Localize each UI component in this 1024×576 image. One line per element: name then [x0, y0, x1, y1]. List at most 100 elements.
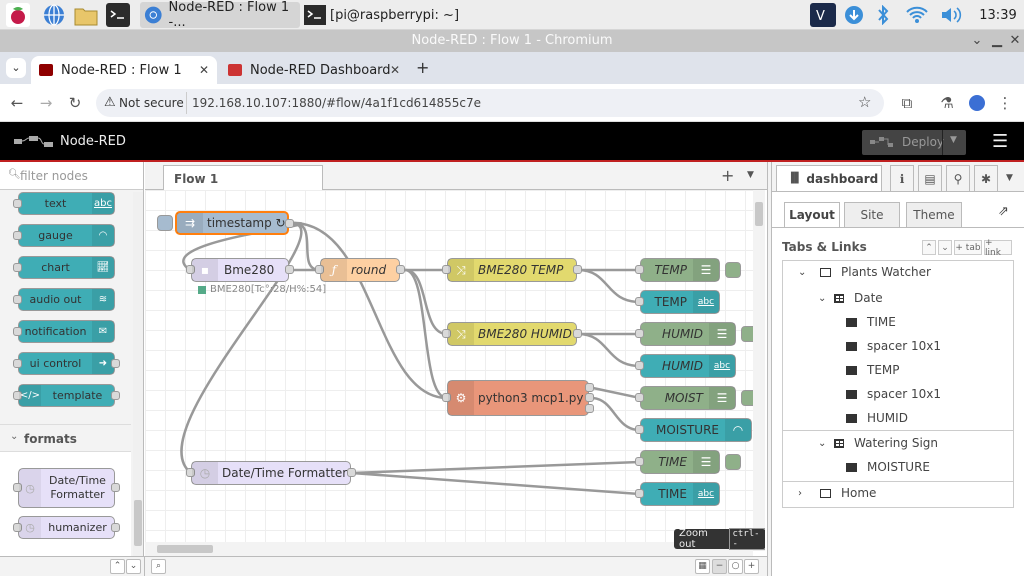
node-button[interactable] [725, 454, 741, 470]
tab-config-icon[interactable]: ⚲ [946, 165, 970, 191]
palette-filter[interactable]: 🔍︎ filter nodes [0, 162, 143, 190]
input-port[interactable] [442, 393, 451, 402]
raspberry-menu-icon[interactable] [6, 3, 30, 27]
node-moist-chart[interactable]: MOIST ☰ [635, 386, 757, 410]
output-port[interactable] [285, 219, 294, 228]
node-button[interactable] [725, 262, 741, 278]
tree-widget-moisture[interactable]: MOISTURE [784, 455, 1014, 479]
layout-tab[interactable]: Layout [784, 202, 840, 227]
node-round[interactable]: ƒ round [315, 258, 405, 282]
tab-info-icon[interactable]: ℹ [890, 165, 914, 191]
node-timestamp[interactable]: ⇉ timestamp ↻ [157, 211, 294, 235]
scrollbar-thumb[interactable] [134, 500, 142, 546]
caret-down-icon[interactable]: ▼ [950, 135, 957, 145]
tree-widget-time[interactable]: TIME [784, 310, 1014, 334]
tree-group-date[interactable]: ⌄ Date [818, 291, 883, 305]
filter-input[interactable]: filter nodes [20, 169, 88, 183]
open-dashboard-icon[interactable]: ⇗ [998, 204, 1009, 219]
palette-category-formats[interactable]: ⌄ formats [0, 424, 131, 452]
tree-tab-home[interactable]: › Home [798, 486, 877, 500]
tree-tab-plants-watcher[interactable]: ⌄ Plants Watcher [798, 265, 931, 279]
omnibox[interactable]: ⚠ Not secure 192.168.10.107:1880/#flow/4… [96, 89, 884, 117]
tree-widget-spacer[interactable]: spacer 10x1 [784, 334, 1014, 358]
input-port[interactable] [186, 468, 195, 477]
scrollbar-thumb[interactable] [755, 202, 763, 226]
input-port[interactable] [442, 265, 451, 274]
bookmark-star-icon[interactable]: ☆ [858, 93, 872, 111]
update-icon[interactable] [842, 3, 866, 27]
output-port[interactable] [585, 393, 594, 402]
warning-icon[interactable]: ⚠ [104, 95, 116, 110]
add-flow-icon[interactable]: + [721, 166, 735, 185]
scrollbar-thumb[interactable] [157, 545, 213, 553]
tree-widget-spacer[interactable]: spacer 10x1 [784, 382, 1014, 406]
node-datetime-formatter[interactable]: ◷ Date/Time Formatter [186, 461, 356, 485]
extensions-icon[interactable]: ⧉ [901, 94, 913, 112]
palette-node-humanizer[interactable]: ◷ humanizer [13, 516, 120, 539]
palette-node-template[interactable]: </> template [13, 384, 120, 407]
main-menu-icon[interactable]: ☰ [992, 131, 1009, 152]
taskbar-task-chromium[interactable]: Node-RED : Flow 1 -... [140, 0, 300, 30]
forward-icon[interactable]: → [39, 94, 53, 112]
node-humid-chart[interactable]: HUMID ☰ [635, 322, 757, 346]
close-tab-icon[interactable]: ✕ [389, 63, 400, 77]
site-tab[interactable]: Site [844, 202, 900, 227]
palette-scrollbar[interactable] [133, 192, 143, 556]
node-moisture-gauge[interactable]: MOISTURE ◠ [635, 418, 752, 442]
output-port[interactable] [396, 265, 405, 274]
tab-dashboard[interactable]: ▐▌ dashboard [776, 165, 882, 191]
new-tab-icon[interactable]: + [416, 58, 430, 77]
palette-node-text[interactable]: text abc [13, 192, 115, 215]
input-port[interactable] [635, 393, 644, 402]
search-flows-icon[interactable]: ⌕ [151, 559, 166, 574]
node-humid-text[interactable]: HUMID abc [635, 354, 736, 378]
node-time-text[interactable]: TIME abc [635, 482, 720, 506]
tab-flow-1[interactable]: Flow 1 [163, 165, 323, 191]
navigator-map-icon[interactable]: ▦ [695, 559, 710, 574]
canvas-vscroll[interactable] [753, 190, 765, 542]
reload-icon[interactable]: ↻ [68, 94, 82, 112]
file-manager-icon[interactable] [73, 3, 98, 27]
wifi-icon[interactable] [904, 3, 930, 27]
node-bme280[interactable]: ▪ Bme280 [186, 258, 294, 282]
labs-icon[interactable]: ⚗ [940, 94, 954, 112]
input-port[interactable] [186, 265, 195, 274]
node-python-exec[interactable]: ⚙ python3 mcp1.py [442, 380, 594, 416]
tab-search-icon[interactable]: ⌄ [6, 58, 26, 78]
flow-list-caret-icon[interactable]: ▼ [747, 170, 754, 180]
palette-node-audio-out[interactable]: audio out ≋ [13, 288, 115, 311]
expand-tree-icon[interactable]: ⌄ [938, 240, 952, 255]
tab-debug-bug-icon[interactable]: ✱ [974, 165, 998, 191]
minimize-icon[interactable]: ▁ [992, 33, 1002, 48]
close-tab-icon[interactable]: ✕ [198, 63, 209, 77]
zoom-reset-button[interactable]: ○ [728, 559, 743, 574]
palette-node-datetime-formatter[interactable]: ◷ Date/Time Formatter [13, 468, 120, 508]
add-link-button[interactable]: + link [984, 238, 1012, 258]
menu-kebab-icon[interactable]: ⋮ [997, 94, 1013, 112]
volume-icon[interactable] [938, 3, 964, 27]
node-temp-chart[interactable]: TEMP ☰ [635, 258, 741, 282]
output-port[interactable] [585, 383, 594, 392]
output-port[interactable] [573, 329, 582, 338]
deploy-button[interactable]: Deploy ▼ [862, 130, 966, 155]
input-port[interactable] [635, 265, 644, 274]
palette-node-gauge[interactable]: gauge ◠ [13, 224, 115, 247]
tree-widget-humid[interactable]: HUMID [784, 406, 1014, 430]
palette-node-chart[interactable]: chart 📈︎ [13, 256, 115, 279]
expand-all-icon[interactable]: ⌄ [126, 559, 141, 574]
profile-avatar-icon[interactable] [966, 92, 988, 114]
browser-launcher-icon[interactable] [42, 3, 66, 27]
inject-button[interactable] [157, 215, 173, 231]
input-port[interactable] [635, 457, 644, 466]
node-bme280-temp[interactable]: ⤨ BME280 TEMP [442, 258, 582, 282]
close-window-icon[interactable]: ✕ [1009, 33, 1021, 48]
browser-tab-dashboard[interactable]: Node-RED Dashboard ✕ [222, 56, 408, 84]
zoom-out-button[interactable]: − [712, 559, 727, 574]
input-port[interactable] [315, 265, 324, 274]
collapse-all-icon[interactable]: ⌃ [110, 559, 125, 574]
node-time-chart[interactable]: TIME ☰ [635, 450, 741, 474]
terminal-launcher-icon[interactable] [106, 3, 130, 27]
node-bme280-humid[interactable]: ⤨ BME280 HUMID [442, 322, 582, 346]
back-icon[interactable]: ← [10, 94, 24, 112]
input-port[interactable] [635, 329, 644, 338]
